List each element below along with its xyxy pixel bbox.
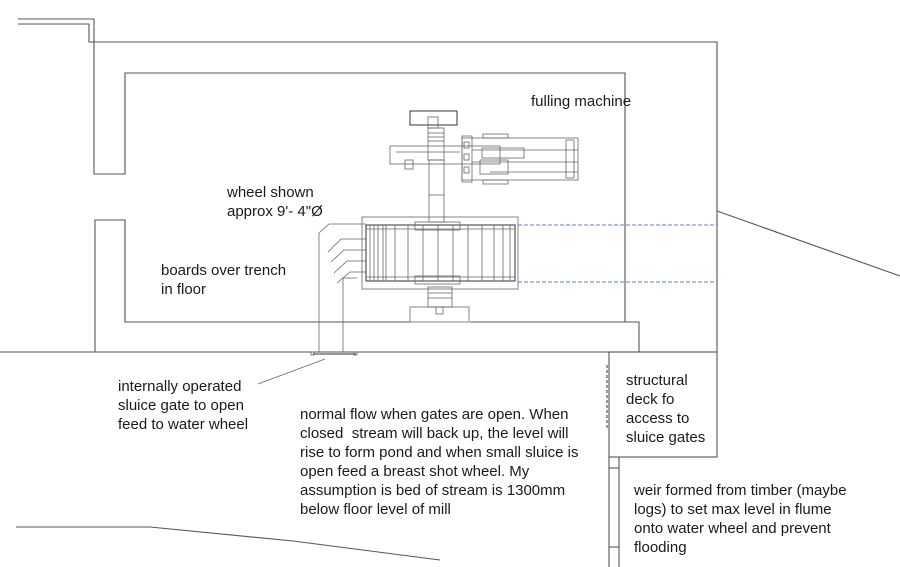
trench-boards [318, 223, 366, 352]
sluice-label-line2: sluice gate to open [118, 397, 244, 414]
weir-note-line4: flooding [634, 539, 687, 556]
flow-note-line5: assumption is bed of stream is 1300mm [300, 482, 566, 499]
outer-wall [18, 18, 718, 352]
roof-slope-line [716, 210, 900, 277]
sluice-gate [257, 351, 358, 385]
boards-label-line2: in floor [161, 281, 207, 298]
left-lower-wall [94, 219, 410, 352]
fulling-machine-label: fulling machine [531, 93, 632, 110]
deck-label-line4: sluice gates [626, 429, 706, 446]
floor-slab [0, 321, 717, 353]
wheel-label-line2: approx 9'- 4"Ø [227, 203, 323, 220]
flow-note-line4: open feed a breast shot wheel. My [300, 463, 530, 480]
boards-label-line1: boards over trench [161, 262, 287, 279]
structural-deck [608, 351, 718, 458]
projection-lines [518, 224, 717, 283]
deck-label-line3: access to [626, 410, 690, 427]
water-wheel [361, 216, 519, 323]
wheel-label-line1: wheel shown [227, 184, 314, 201]
deck-label-line1: structural [626, 372, 688, 389]
weir-note-line3: onto water wheel and prevent [634, 520, 831, 537]
flow-note-line6: below floor level of mill [300, 501, 451, 518]
deck-label-line2: deck fo [626, 391, 675, 408]
flow-note-line1: normal flow when gates are open. When [300, 406, 569, 423]
sluice-label-line1: internally operated [118, 378, 242, 395]
weir-note-line2: logs) to set max level in flume [634, 501, 832, 518]
weir-note-line1: weir formed from timber (maybe [634, 482, 847, 499]
flow-note-line3: rise to form pond and when small sluice … [300, 444, 579, 461]
stream-bed-line [16, 526, 441, 561]
flow-note-line2: closed stream will back up, the level wi… [300, 425, 569, 442]
sluice-label-line3: feed to water wheel [118, 416, 249, 433]
weir-posts [606, 365, 620, 567]
fulling-machine [389, 110, 579, 223]
